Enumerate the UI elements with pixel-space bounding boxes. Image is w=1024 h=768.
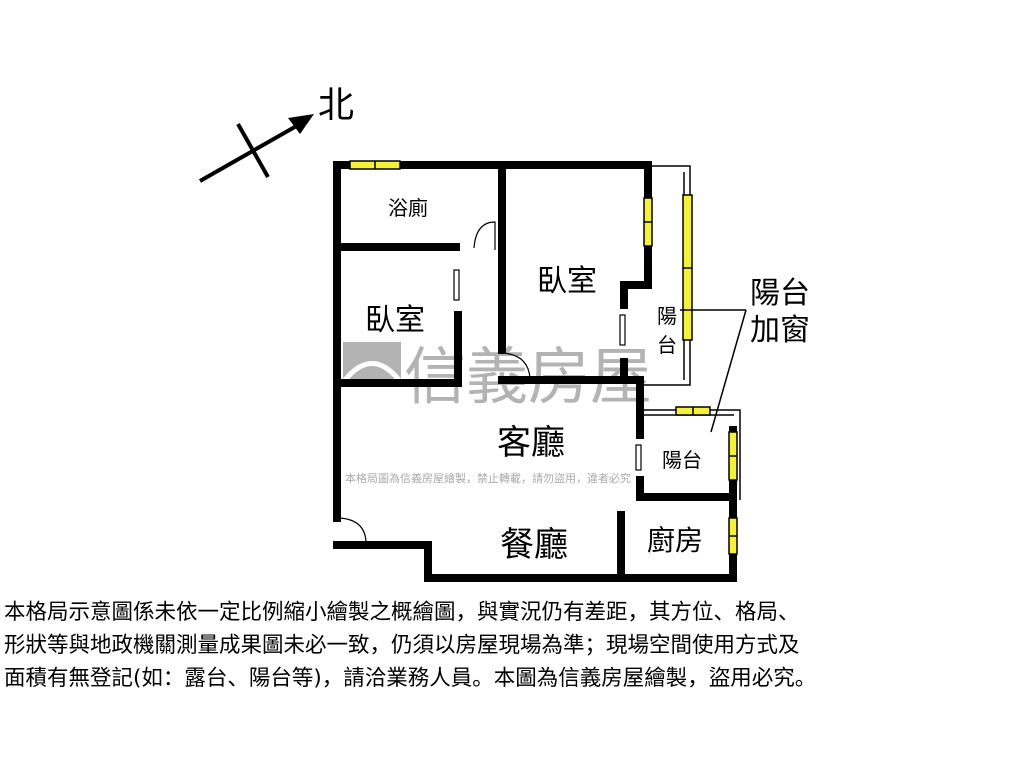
room-label-small-balcony-2: 台	[657, 333, 677, 357]
windows	[349, 160, 738, 555]
room-label-living: 客廳	[497, 423, 565, 463]
watermark-notice: 本格局圖為信義房屋繪製，禁止轉載，請勿盜用，違者必究	[345, 471, 631, 485]
callout-line1: 陽台	[750, 276, 810, 311]
doors	[339, 221, 642, 543]
callout-line2: 加窗	[750, 313, 810, 348]
room-label-bedroom-right: 臥室	[537, 264, 597, 299]
room-label-dining: 餐廳	[500, 525, 568, 565]
room-label-small-balcony-1: 陽	[657, 304, 677, 328]
north-label: 北	[318, 85, 354, 126]
disclaimer: 本格局示意圖係未依一定比例縮小繪製之概繪圖，與實況仍有差距，其方位、格局、 形狀…	[4, 596, 1024, 695]
watermark-logo	[343, 342, 401, 382]
disclaimer-line: 形狀等與地政機關測量成果圖未必一致，仍須以房屋現場為準；現場空間使用方式及	[4, 633, 800, 658]
room-label-balcony: 陽台	[662, 448, 702, 472]
north-arrow-icon	[199, 114, 314, 183]
disclaimer-line: 面積有無登記(如：露台、陽台等)，請洽業務人員。本圖為信義房屋繪製，盜用必究。	[4, 666, 817, 691]
room-label-bath: 浴廁	[388, 196, 428, 220]
room-label-kitchen: 廚房	[647, 524, 703, 557]
callout-leader	[680, 309, 747, 433]
disclaimer-line: 本格局示意圖係未依一定比例縮小繪製之概繪圖，與實況仍有差距，其方位、格局、	[4, 600, 800, 625]
floor-plan: 北 信義房屋 本格局圖為信義房屋繪製，禁止轉載，請勿盜用，違者必究	[199, 85, 810, 582]
room-label-bedroom-left: 臥室	[365, 303, 425, 338]
